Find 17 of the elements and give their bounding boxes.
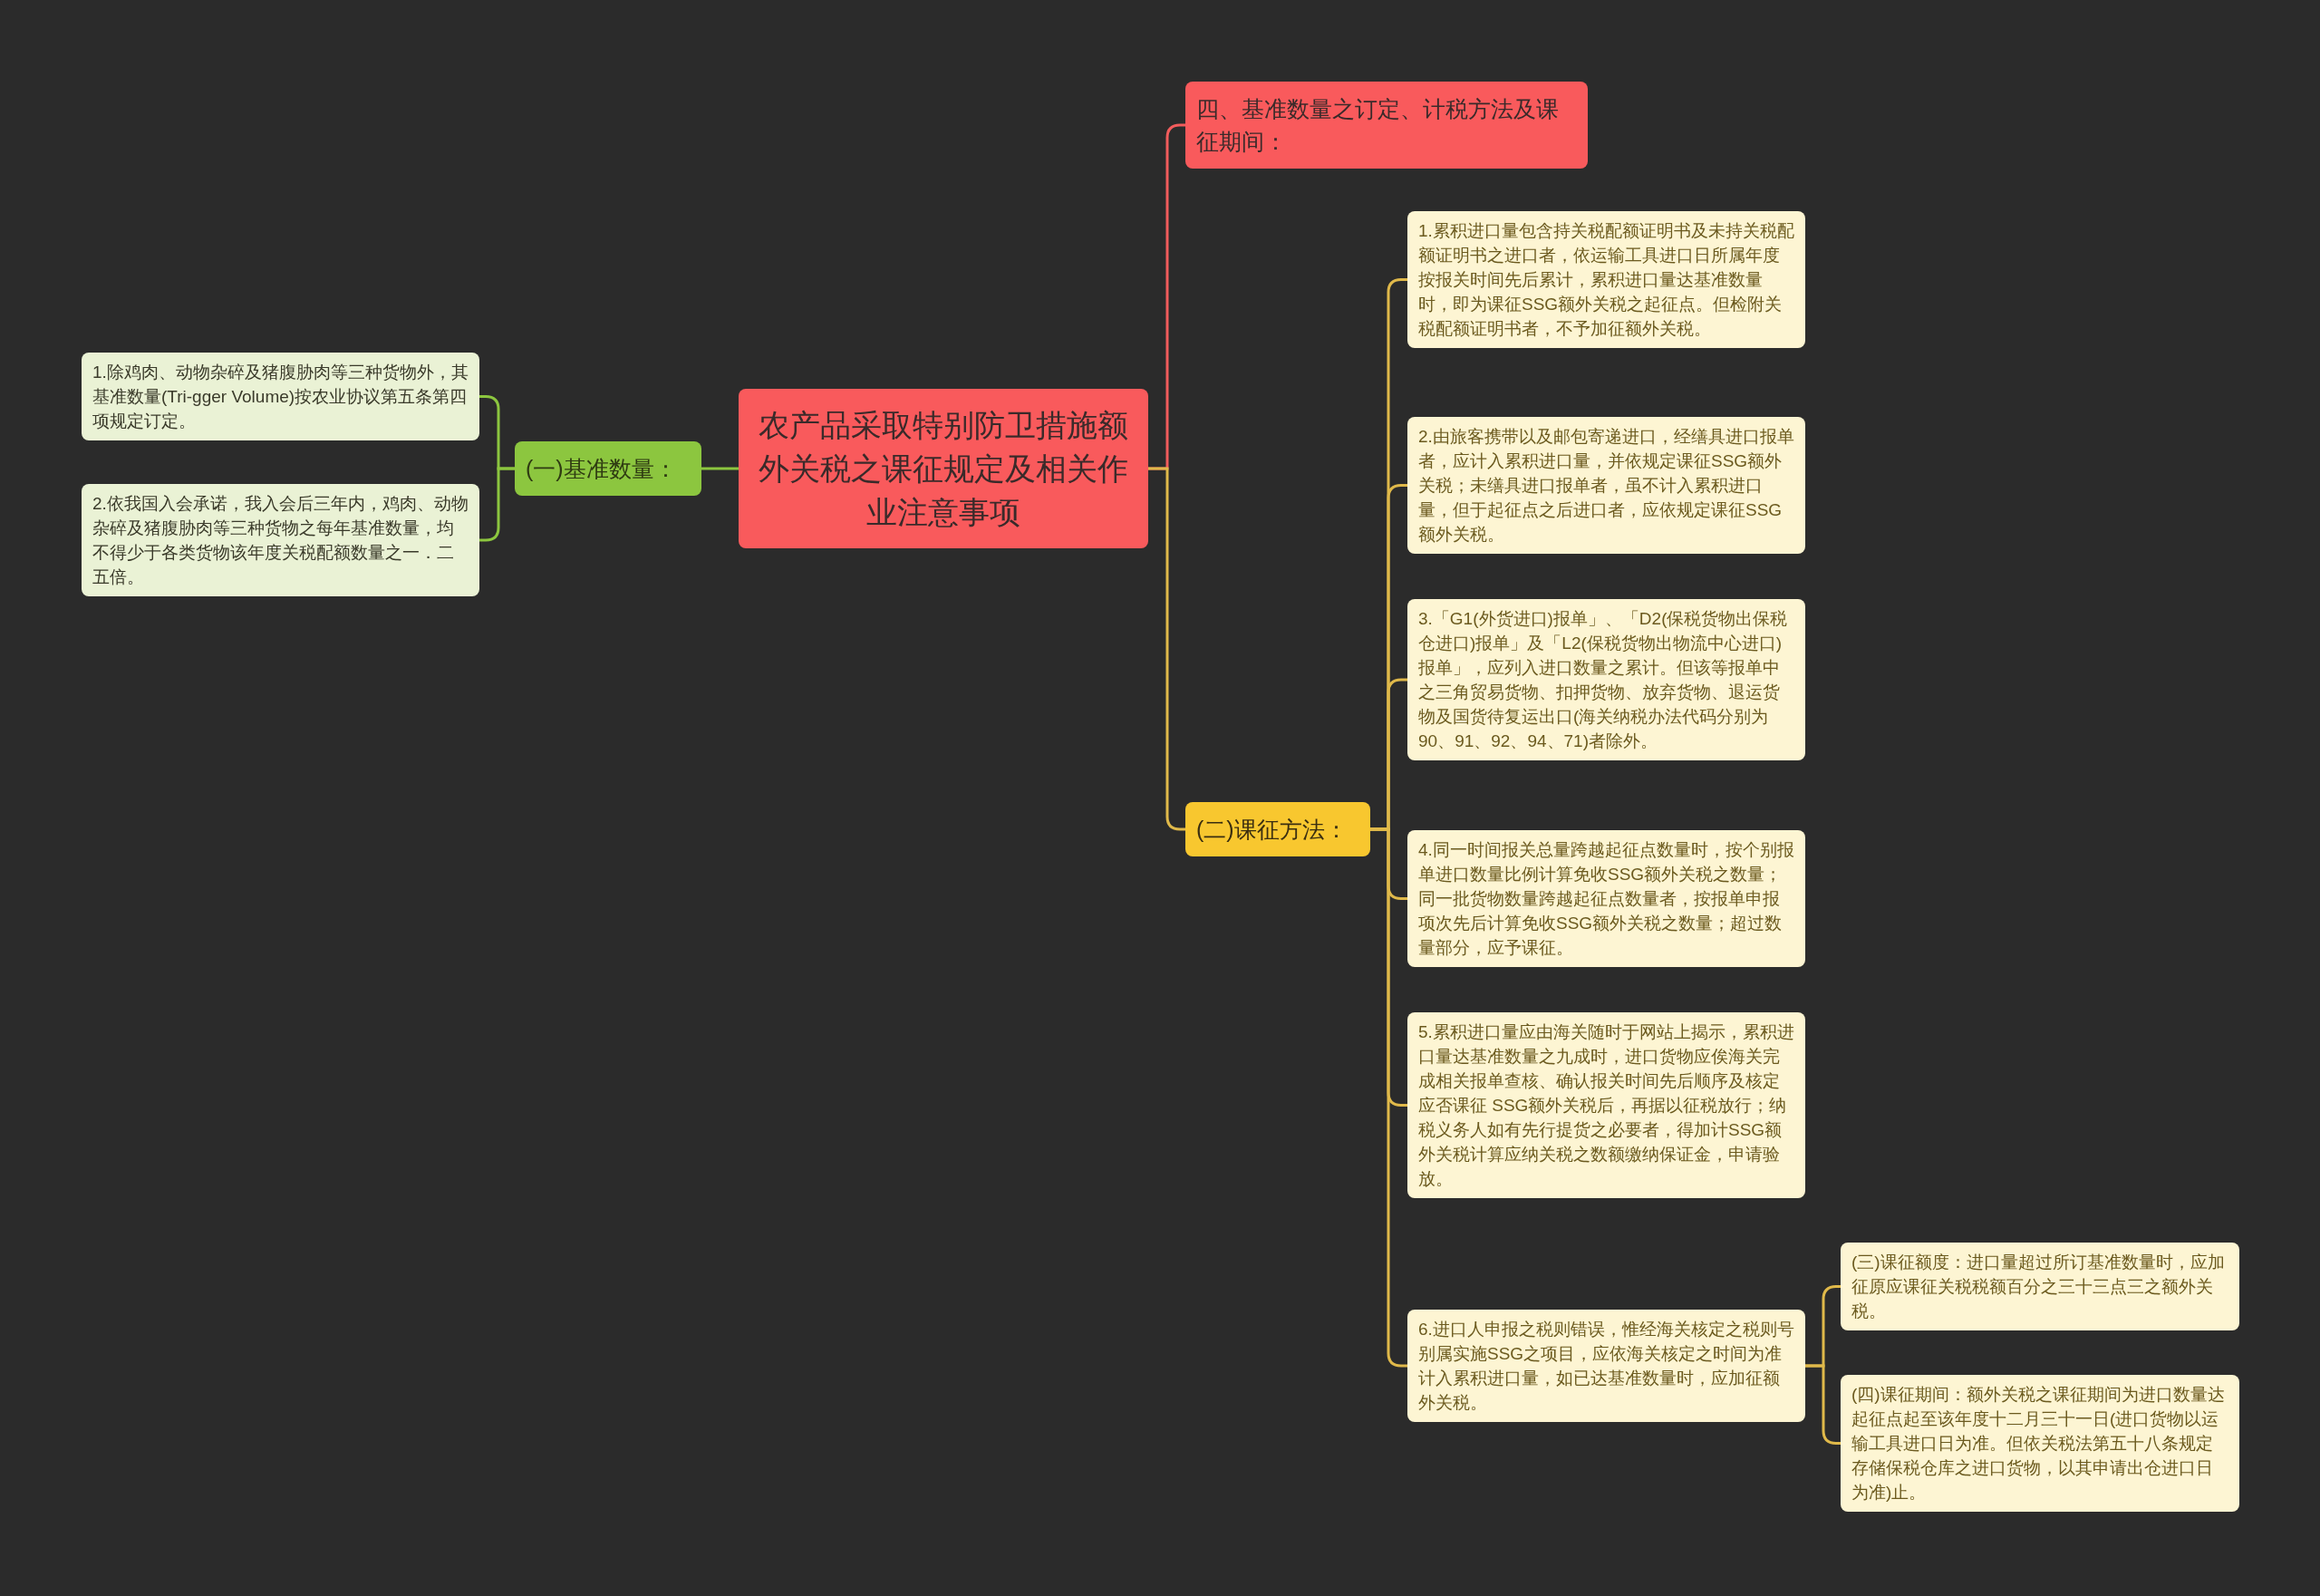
leaf-box: 3.「G1(外货进口)报单」、「D2(保税货物出保税仓进口)报单」及「L2(保税货物出物流中心进口)报单」，应列入进口数量之累计。但该等报单中之三角贸易货物、扣押货物、放弃货物、退运货物及国货待复运出口(海关纳税办法代码分别为90、91、92、94、71)者除外。 bbox=[1407, 599, 1805, 760]
leaf-box: 6.进口人申报之税则错误，惟经海关核定之税则号别属实施SSG之项目，应依海关核定之时间为准计入累积进口量，如已达基准数量时，应加征额外关税。 bbox=[1407, 1310, 1805, 1422]
leaf-box: (三)课征额度：进口量超过所订基准数量时，应加征原应课征关税税额百分之三十三点三之额外关税。 bbox=[1841, 1243, 2239, 1330]
topic-box: (二)课征方法： bbox=[1185, 802, 1370, 856]
leaf-box: 2.由旅客携带以及邮包寄递进口，经缮具进口报单者，应计入累积进口量，并依规定课征SSG额外关税；未缮具进口报单者，虽不计入累积进口量，但于起征点之后进口者，应依规定课征SSG额外关税。 bbox=[1407, 417, 1805, 554]
topic-box: 四、基准数量之订定、计税方法及课征期间： bbox=[1185, 82, 1588, 169]
leaf-box: 5.累积进口量应由海关随时于网站上揭示，累积进口量达基准数量之九成时，进口货物应俟海关完成相关报单查核、确认报关时间先后顺序及核定应否课征 SSG额外关税后，再据以征税放行；纳税义务人如有先行提货之必要者，得加计SSG额外关税计算应纳关税之数额缴纳保证金，申请验放。 bbox=[1407, 1012, 1805, 1198]
leaf-box: (四)课征期间：额外关税之课征期间为进口数量达起征点起至该年度十二月三十一日(进口货物以运输工具进口日为准。但依关税法第五十八条规定存储保税仓库之进口货物，以其申请出仓进口日为准)止。 bbox=[1841, 1375, 2239, 1512]
root-topic: 农产品采取特别防卫措施额外关税之课征规定及相关作业注意事项 bbox=[739, 389, 1148, 548]
topic-box: (一)基准数量： bbox=[515, 441, 701, 496]
connector-line bbox=[479, 467, 515, 542]
leaf-box: 1.累积进口量包含持关税配额证明书及未持关税配额证明书之进口者，依运输工具进口日所属年度按报关时间先后累计，累积进口量达基准数量时，即为课征SSG额外关税之起征点。但检附关税配额证明书者，不予加征额外关税。 bbox=[1407, 211, 1805, 348]
leaf-box: 4.同一时间报关总量跨越起征点数量时，按个别报单进口数量比例计算免收SSG额外关税之数量；同一批货物数量跨越起征点数量者，按报单申报项次先后计算免收SSG额外关税之数量；超过数量部分，应予课征。 bbox=[1407, 830, 1805, 967]
leaf-box: 1.除鸡肉、动物杂碎及猪腹胁肉等三种货物外，其基准数量(Tri-gger Volume)按农业协议第五条第四项规定订定。 bbox=[82, 353, 479, 440]
connector-line bbox=[1805, 1364, 1841, 1445]
connector-line bbox=[701, 467, 739, 470]
leaf-box: 2.依我国入会承诺，我入会后三年内，鸡肉、动物杂碎及猪腹胁肉等三种货物之每年基准数量，均不得少于各类货物该年度关税配额数量之一．二五倍。 bbox=[82, 484, 479, 596]
